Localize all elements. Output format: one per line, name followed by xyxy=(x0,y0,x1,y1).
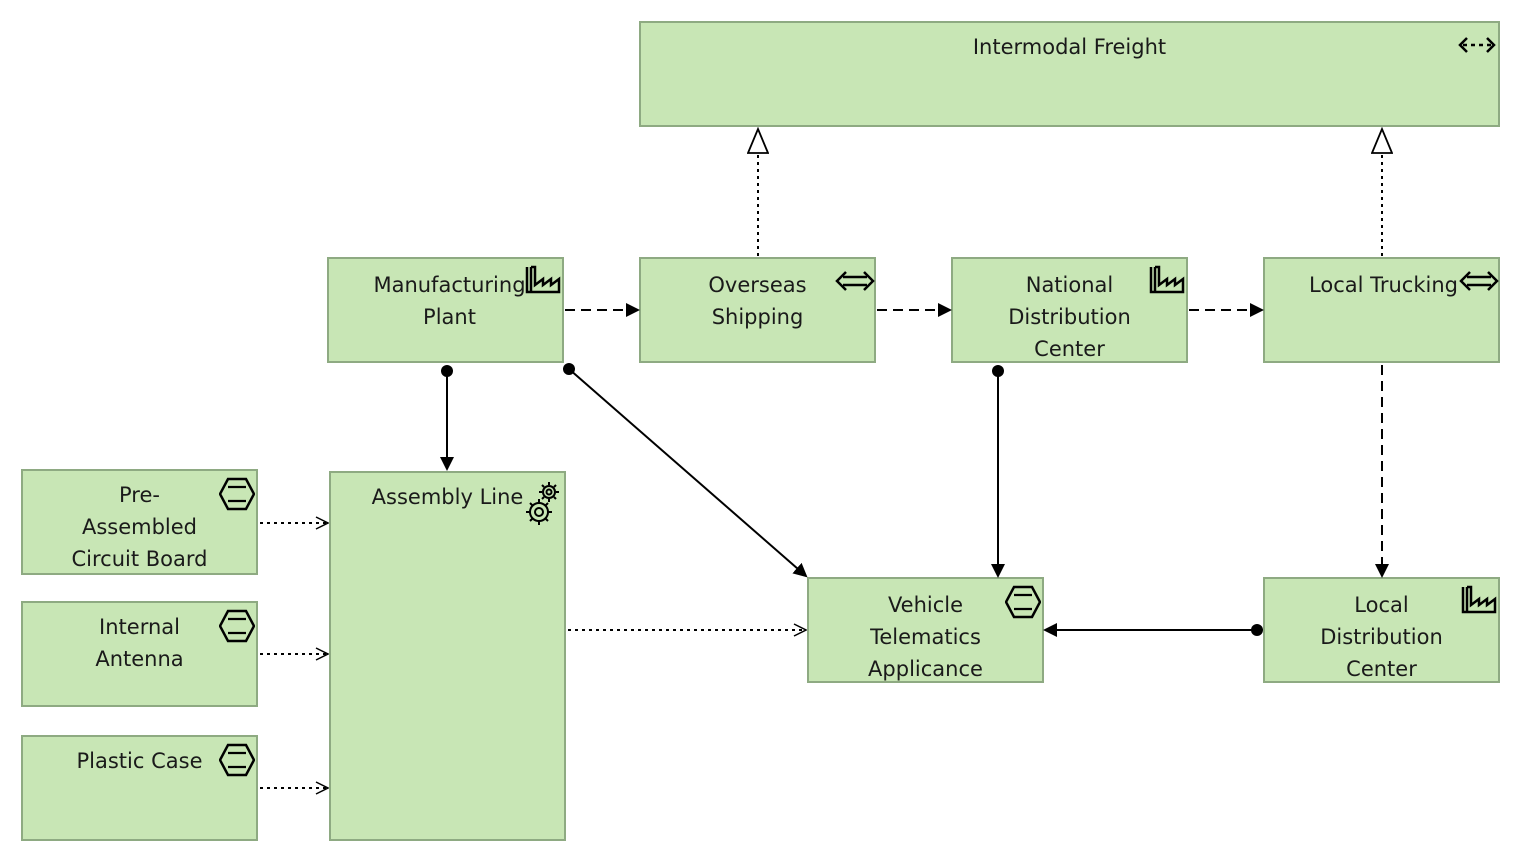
overseas-shipping-node[interactable]: Overseas Shipping xyxy=(639,257,876,363)
assembly-line-node[interactable]: Assembly Line xyxy=(329,471,566,841)
node-label: Pre- Assembled Circuit Board xyxy=(71,483,208,571)
node-label: Internal Antenna xyxy=(95,615,184,671)
flow-arrows-icon xyxy=(1458,37,1496,53)
node-label: National Distribution Center xyxy=(1008,273,1131,361)
material-hexagon-icon xyxy=(219,477,255,511)
node-label: Assembly Line xyxy=(371,485,524,509)
factory-icon xyxy=(525,265,561,294)
local-trucking-node[interactable]: Local Trucking xyxy=(1263,257,1500,363)
national-distribution-center-node[interactable]: National Distribution Center xyxy=(951,257,1188,363)
pre-assembled-circuit-board-node[interactable]: Pre- Assembled Circuit Board xyxy=(21,469,258,575)
material-hexagon-icon xyxy=(1005,585,1041,619)
factory-icon xyxy=(1149,265,1185,294)
factory-icon xyxy=(1461,585,1497,614)
node-label: Vehicle Telematics Applicance xyxy=(868,593,983,681)
assignment-edge-manufacturing-to-vehicle xyxy=(568,368,808,578)
node-label: Local Trucking xyxy=(1309,273,1458,297)
node-label: Intermodal Freight xyxy=(972,35,1167,59)
intermodal-freight-node[interactable]: Intermodal Freight xyxy=(639,21,1500,127)
assignment-dot xyxy=(1251,624,1263,636)
assignment-dot xyxy=(563,363,575,375)
material-hexagon-icon xyxy=(219,609,255,643)
manufacturing-plant-node[interactable]: Manufacturing Plant xyxy=(327,257,564,363)
vehicle-telematics-applicance-node[interactable]: Vehicle Telematics Applicance xyxy=(807,577,1044,683)
double-arrow-icon xyxy=(1459,271,1499,291)
node-label: Plastic Case xyxy=(76,749,203,773)
node-label: Manufacturing Plant xyxy=(373,273,526,329)
internal-antenna-node[interactable]: Internal Antenna xyxy=(21,601,258,707)
node-label: Local Distribution Center xyxy=(1320,593,1443,681)
material-hexagon-icon xyxy=(219,743,255,777)
node-label: Overseas Shipping xyxy=(708,273,807,329)
assignment-dot xyxy=(992,365,1004,377)
assignment-dot xyxy=(441,365,453,377)
gears-icon xyxy=(526,482,559,525)
local-distribution-center-node[interactable]: Local Distribution Center xyxy=(1263,577,1500,683)
double-arrow-icon xyxy=(835,271,875,291)
plastic-case-node[interactable]: Plastic Case xyxy=(21,735,258,841)
